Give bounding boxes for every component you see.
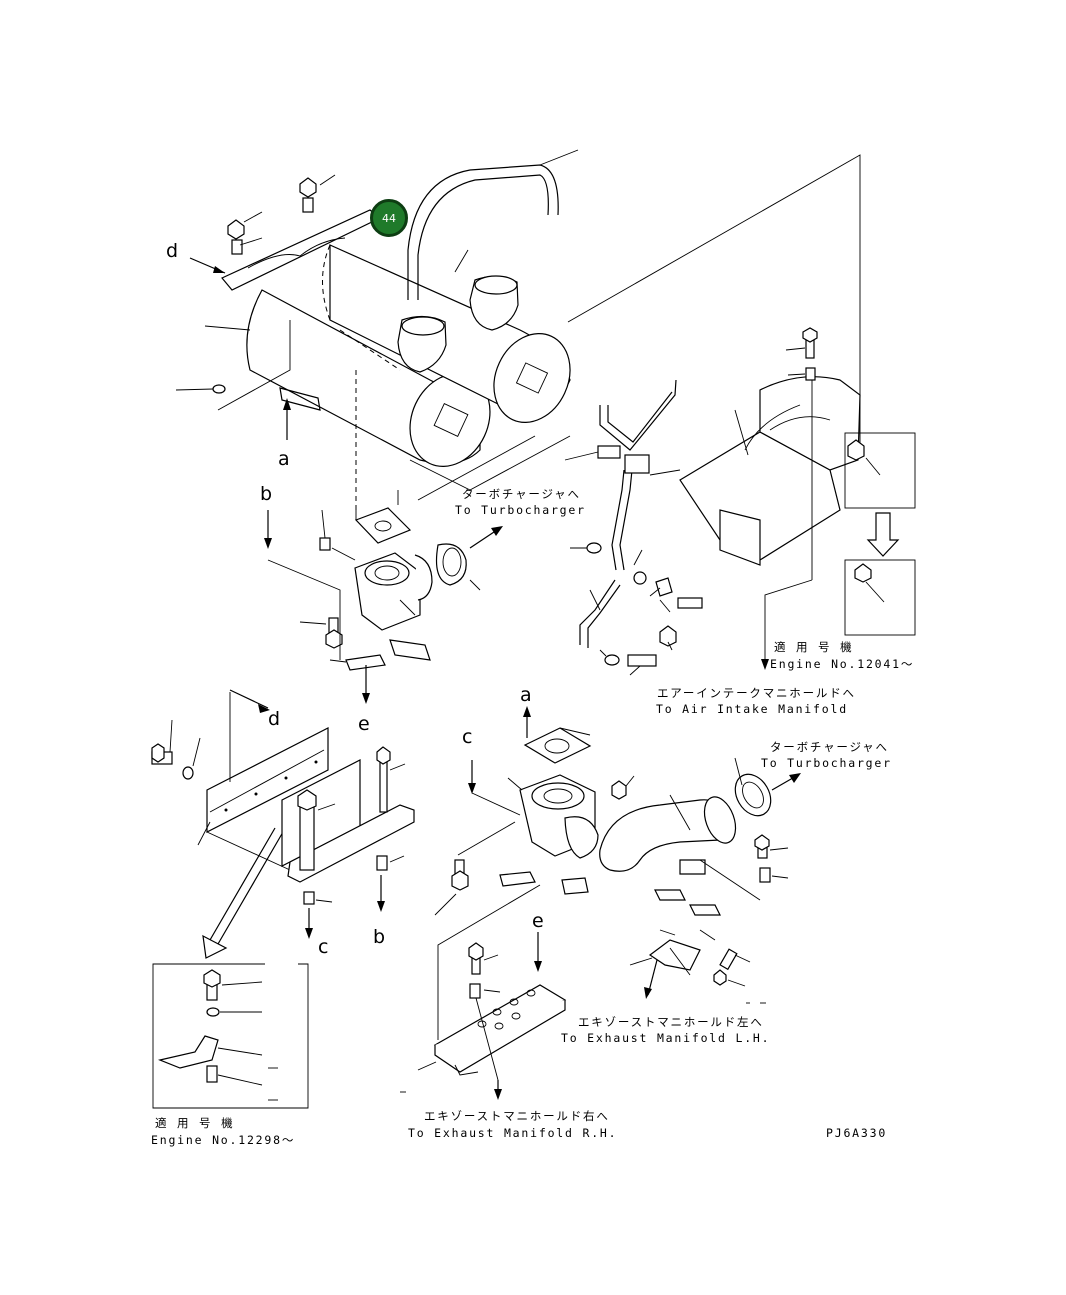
outlet-elbow-lower (434, 706, 635, 916)
ref-letter-a: a (278, 448, 290, 470)
ref-letter-e-top: e (358, 713, 370, 735)
callout-number: 44 (382, 211, 396, 225)
exhaust-plate-lower (400, 884, 567, 1100)
label-engine-applicable-1-jp: 適 用 号 機 (774, 640, 854, 654)
label-exhaust-lh-jp: エキゾーストマニホールド左へ (578, 1015, 764, 1029)
inset-engine-12298 (152, 963, 309, 1109)
label-air-intake-jp: エアーインテークマニホールドへ (657, 686, 856, 700)
outlet-elbow-upper (267, 490, 503, 671)
ref-letter-b-low: b (373, 926, 386, 948)
label-turbocharger-2-jp: ターボチャージャへ (770, 740, 889, 754)
label-engine-number-1: Engine No.12041～ (770, 657, 915, 671)
label-engine-number-2: Engine No.12298～ (151, 1133, 296, 1147)
flow-arrows-top (189, 257, 370, 704)
label-exhaust-rh-jp: エキゾーストマニホールド右へ (424, 1109, 610, 1123)
support-bracket (679, 327, 916, 670)
drawing-code: PJ6A330 (826, 1126, 888, 1140)
ref-letter-d-mid: d (268, 708, 281, 730)
ref-letter-d-top: d (166, 240, 179, 262)
ref-letter-e-low: e (532, 910, 544, 932)
bracket-assembly-c (281, 746, 415, 939)
ref-letter-b-top: b (260, 483, 273, 505)
muffler-assembly (175, 149, 861, 520)
label-engine-applicable-2-jp: 適 用 号 機 (155, 1116, 235, 1130)
ref-letter-a-mid: a (520, 684, 532, 706)
callout-badge-44[interactable]: 44 (370, 199, 408, 237)
ref-letter-c-mid: c (462, 726, 473, 748)
label-turbocharger-1-en: To Turbocharger (455, 503, 586, 517)
label-air-intake-en: To Air Intake Manifold (656, 702, 848, 716)
ref-letter-c-low: c (318, 936, 329, 958)
label-exhaust-rh-en: To Exhaust Manifold R.H. (408, 1126, 618, 1140)
label-exhaust-lh-en: To Exhaust Manifold L.H. (561, 1031, 771, 1045)
air-intake-pipe (564, 379, 703, 676)
heat-shield-plate (151, 689, 329, 959)
label-turbocharger-1-jp: ターボチャージャへ (462, 487, 581, 501)
label-turbocharger-2-en: To Turbocharger (761, 756, 892, 770)
exhaust-pipe-bend (599, 757, 801, 999)
